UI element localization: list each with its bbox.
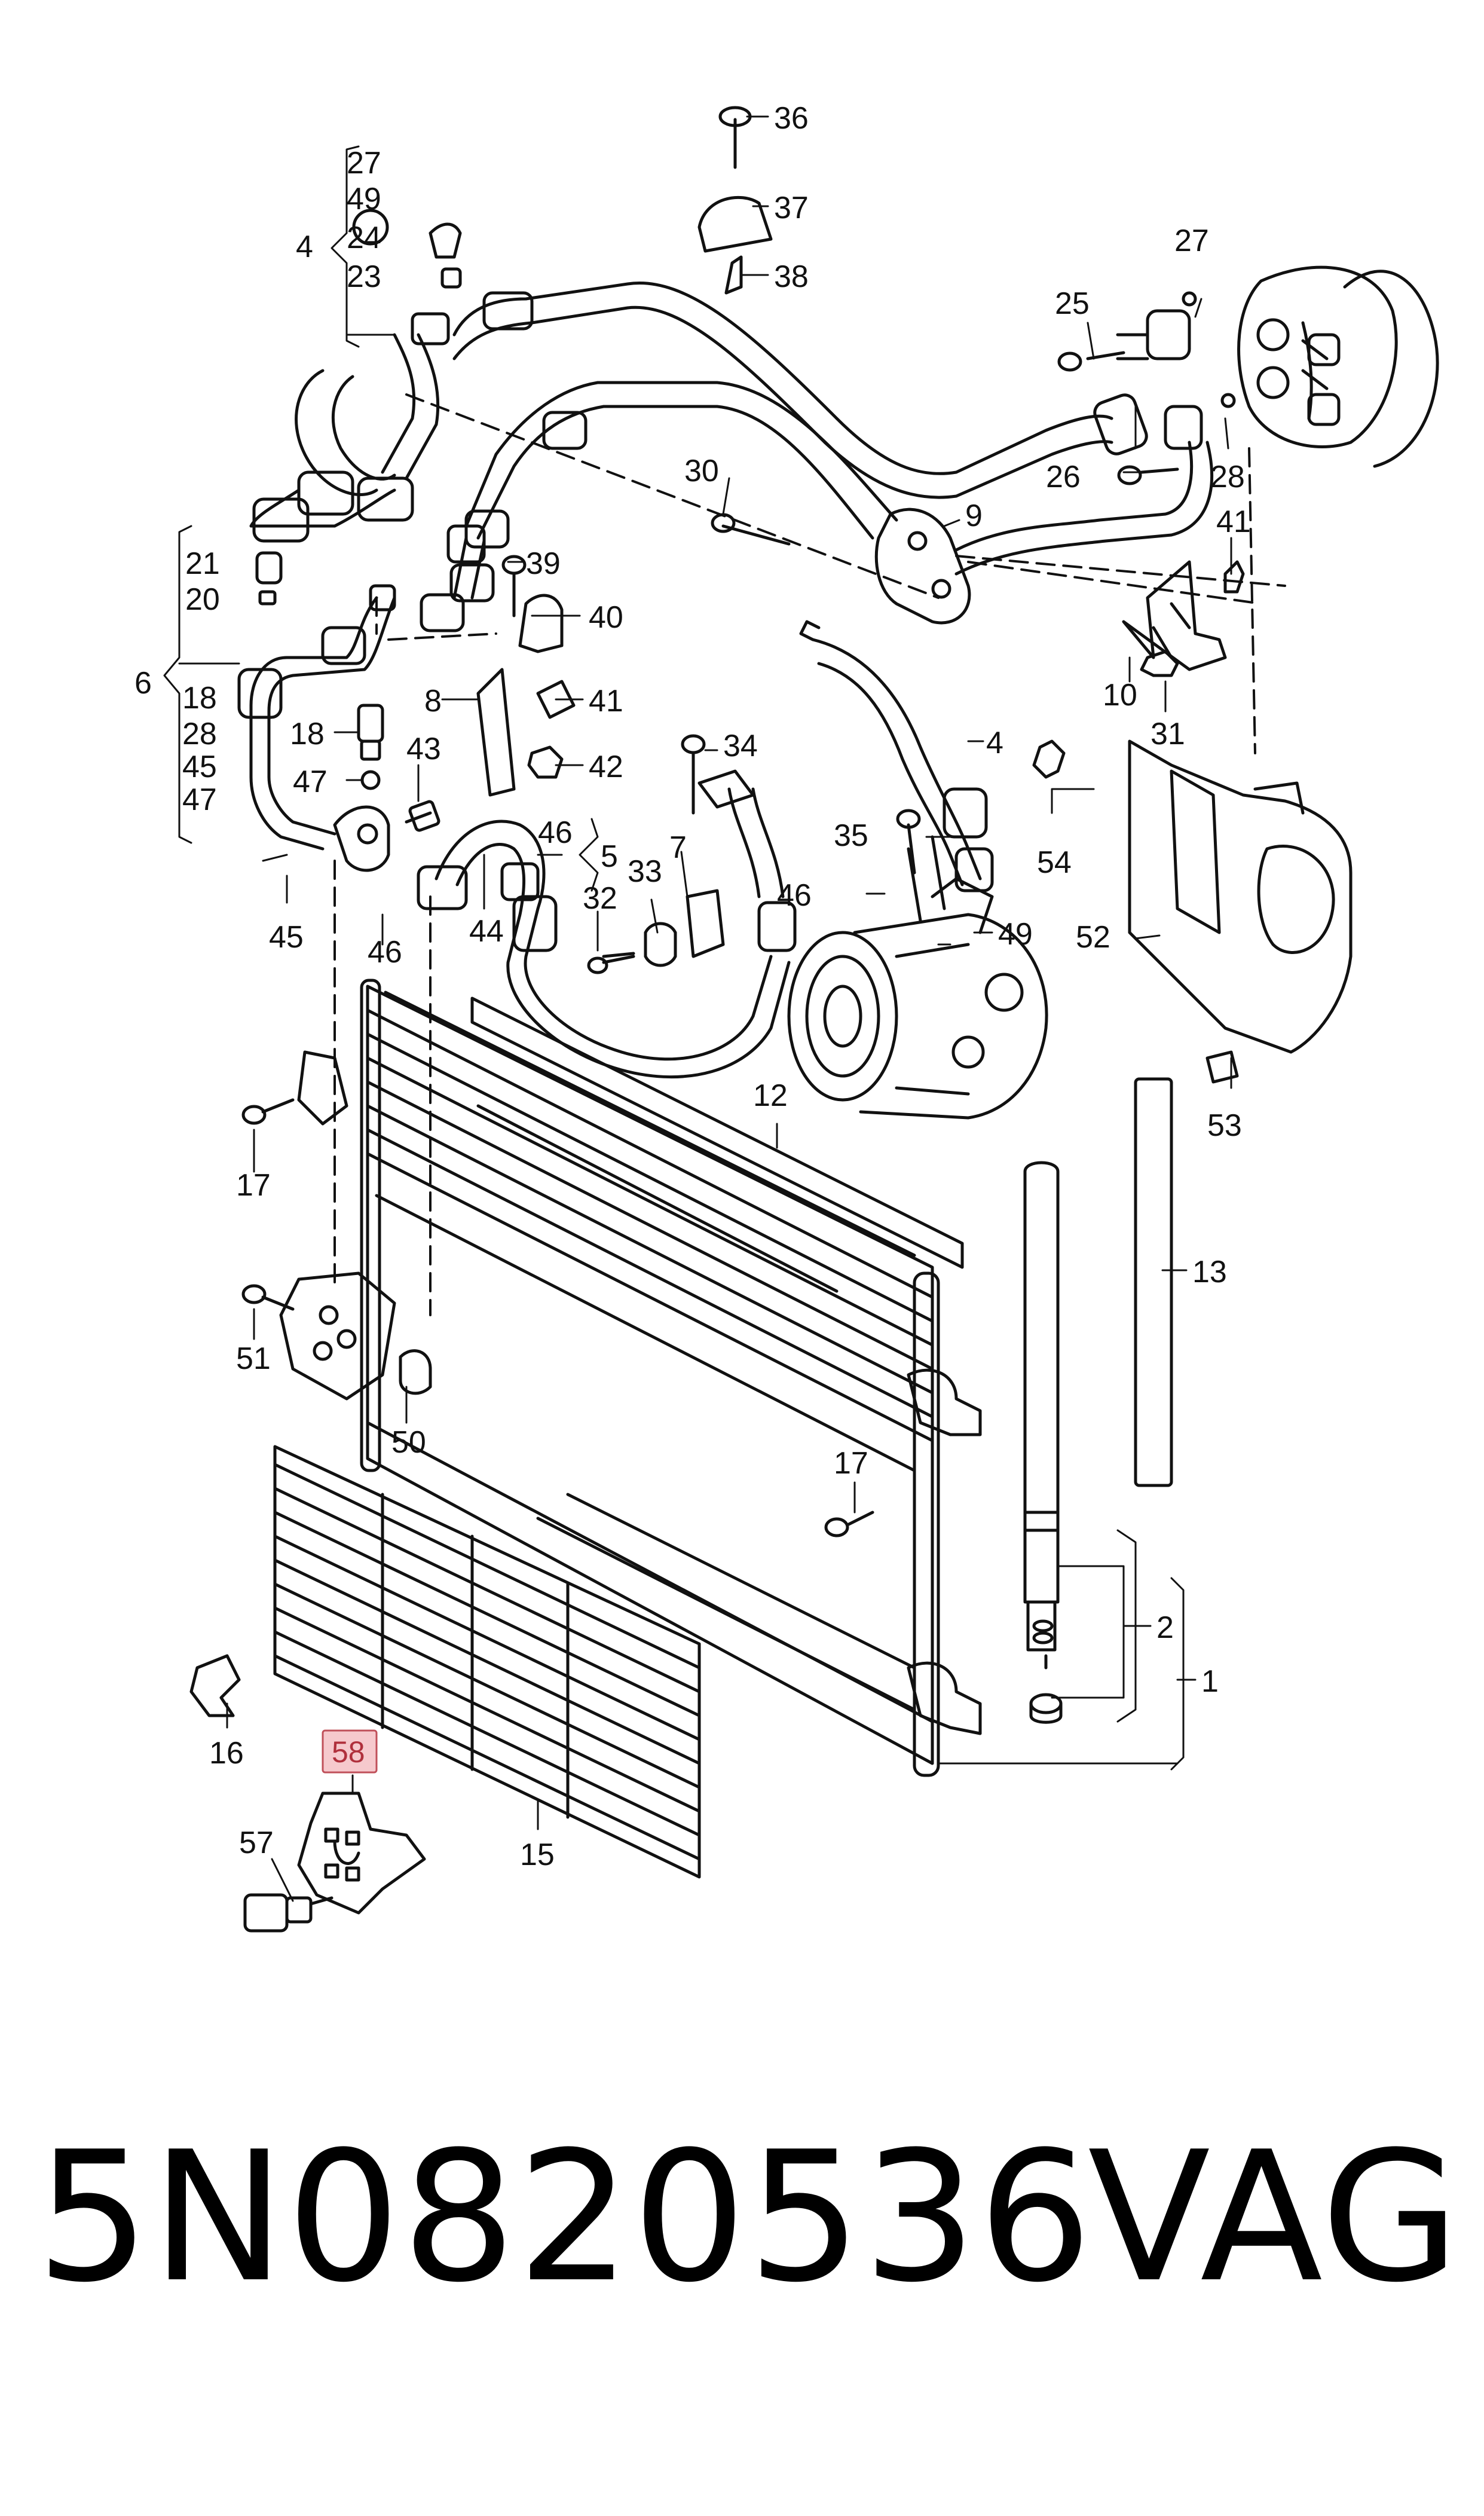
callout-44: 44 bbox=[469, 914, 504, 949]
leader-lines bbox=[163, 115, 1232, 1902]
line-bracket bbox=[874, 508, 971, 625]
refrigerant-line-left bbox=[237, 524, 486, 851]
callout-17a: 17 bbox=[236, 1168, 271, 1203]
callout-37: 37 bbox=[774, 191, 809, 225]
callout-6: 6 bbox=[134, 666, 152, 701]
callout-10: 10 bbox=[1103, 678, 1137, 713]
refrigerant-line-5 bbox=[417, 769, 797, 1079]
grille-clip bbox=[189, 1654, 241, 1717]
callout-15: 15 bbox=[520, 1838, 555, 1872]
callout-23: 23 bbox=[347, 259, 381, 294]
bolts bbox=[241, 106, 1179, 1537]
callout-49a: 49 bbox=[347, 182, 381, 216]
callout-46c: 46 bbox=[368, 935, 402, 970]
callout-51: 51 bbox=[236, 1341, 271, 1376]
pressure-switch bbox=[357, 704, 384, 790]
callout-9: 9 bbox=[965, 499, 983, 533]
callout-27a: 27 bbox=[347, 146, 381, 181]
callout-18a: 18 bbox=[182, 681, 217, 716]
footer: 5N0820536 VAG bbox=[0, 2128, 1484, 2367]
callout-20: 20 bbox=[185, 582, 220, 617]
callout-16: 16 bbox=[209, 1736, 244, 1771]
callout-57: 57 bbox=[239, 1826, 274, 1860]
callout-41a: 41 bbox=[1216, 505, 1251, 539]
callout-36: 36 bbox=[774, 101, 809, 136]
callout-2: 2 bbox=[1156, 1610, 1174, 1645]
sensor-bracket bbox=[297, 1792, 426, 1915]
callout-49b: 49 bbox=[998, 917, 1033, 952]
callout-54: 54 bbox=[1037, 845, 1072, 880]
callout-39: 39 bbox=[526, 546, 561, 581]
refrigerant-line-compressor bbox=[799, 620, 994, 892]
receiver-drier bbox=[1023, 1077, 1173, 1724]
callout-46b: 46 bbox=[777, 878, 812, 913]
callout-7: 7 bbox=[669, 830, 687, 865]
refrigerant-line-firewall bbox=[954, 309, 1213, 576]
clamp-bracket bbox=[602, 889, 725, 967]
condenser bbox=[360, 979, 982, 1777]
callout-30: 30 bbox=[684, 454, 719, 488]
callout-labels: 36 37 38 27 49 4 24 23 27 25 26 28 30 9 … bbox=[134, 101, 1251, 1872]
brand-name: VAG bbox=[1088, 2113, 1461, 2322]
callout-46a: 46 bbox=[538, 815, 573, 850]
highlight-box-58 bbox=[322, 1729, 378, 1774]
callout-53: 53 bbox=[1207, 1108, 1242, 1143]
callout-12: 12 bbox=[753, 1078, 788, 1113]
callout-25: 25 bbox=[1055, 286, 1090, 321]
refrigerant-line-upper bbox=[249, 282, 1148, 603]
callout-47a: 47 bbox=[182, 782, 217, 817]
callout-35: 35 bbox=[834, 818, 868, 853]
compressor bbox=[787, 835, 1048, 1120]
callout-58: 58 bbox=[332, 1735, 365, 1769]
callout-28: 28 bbox=[1210, 460, 1245, 494]
callout-31: 31 bbox=[1151, 717, 1185, 751]
guide-lines bbox=[333, 393, 1286, 1316]
callout-50: 50 bbox=[391, 1425, 426, 1460]
callout-33: 33 bbox=[628, 854, 662, 889]
callout-42: 42 bbox=[589, 750, 623, 784]
callout-5: 5 bbox=[601, 839, 618, 874]
callout-45b: 45 bbox=[269, 920, 304, 955]
callout-4a: 4 bbox=[296, 230, 313, 264]
callout-24: 24 bbox=[347, 221, 381, 255]
heat-shield bbox=[1128, 739, 1353, 1054]
part-number: 5N0820536 bbox=[36, 2113, 1094, 2322]
callout-38: 38 bbox=[774, 259, 809, 294]
callout-18b: 18 bbox=[290, 717, 325, 751]
callout-21: 21 bbox=[185, 546, 220, 581]
callout-45a: 45 bbox=[182, 750, 217, 784]
callout-13: 13 bbox=[1192, 1255, 1227, 1289]
callout-8: 8 bbox=[424, 684, 442, 719]
callout-32: 32 bbox=[583, 881, 617, 916]
ambient-temp-sensor bbox=[243, 1893, 333, 1933]
small-fasteners bbox=[1032, 560, 1245, 1084]
callout-4b: 4 bbox=[986, 726, 1003, 760]
callout-27b: 27 bbox=[1174, 224, 1209, 258]
callout-47b: 47 bbox=[293, 765, 328, 799]
clamps bbox=[352, 209, 1236, 797]
callout-28b: 28 bbox=[182, 717, 217, 751]
hose-fitting bbox=[333, 800, 440, 872]
callout-34: 34 bbox=[723, 729, 758, 763]
callout-41b: 41 bbox=[589, 684, 623, 719]
callout-40: 40 bbox=[589, 600, 623, 635]
callout-52: 52 bbox=[1076, 920, 1110, 955]
callout-17b: 17 bbox=[834, 1446, 868, 1481]
callout-1: 1 bbox=[1201, 1664, 1219, 1699]
callout-26: 26 bbox=[1046, 460, 1081, 494]
radiator-grille bbox=[273, 1445, 701, 1879]
expansion-valve bbox=[1237, 265, 1439, 468]
callout-43: 43 bbox=[406, 732, 441, 766]
